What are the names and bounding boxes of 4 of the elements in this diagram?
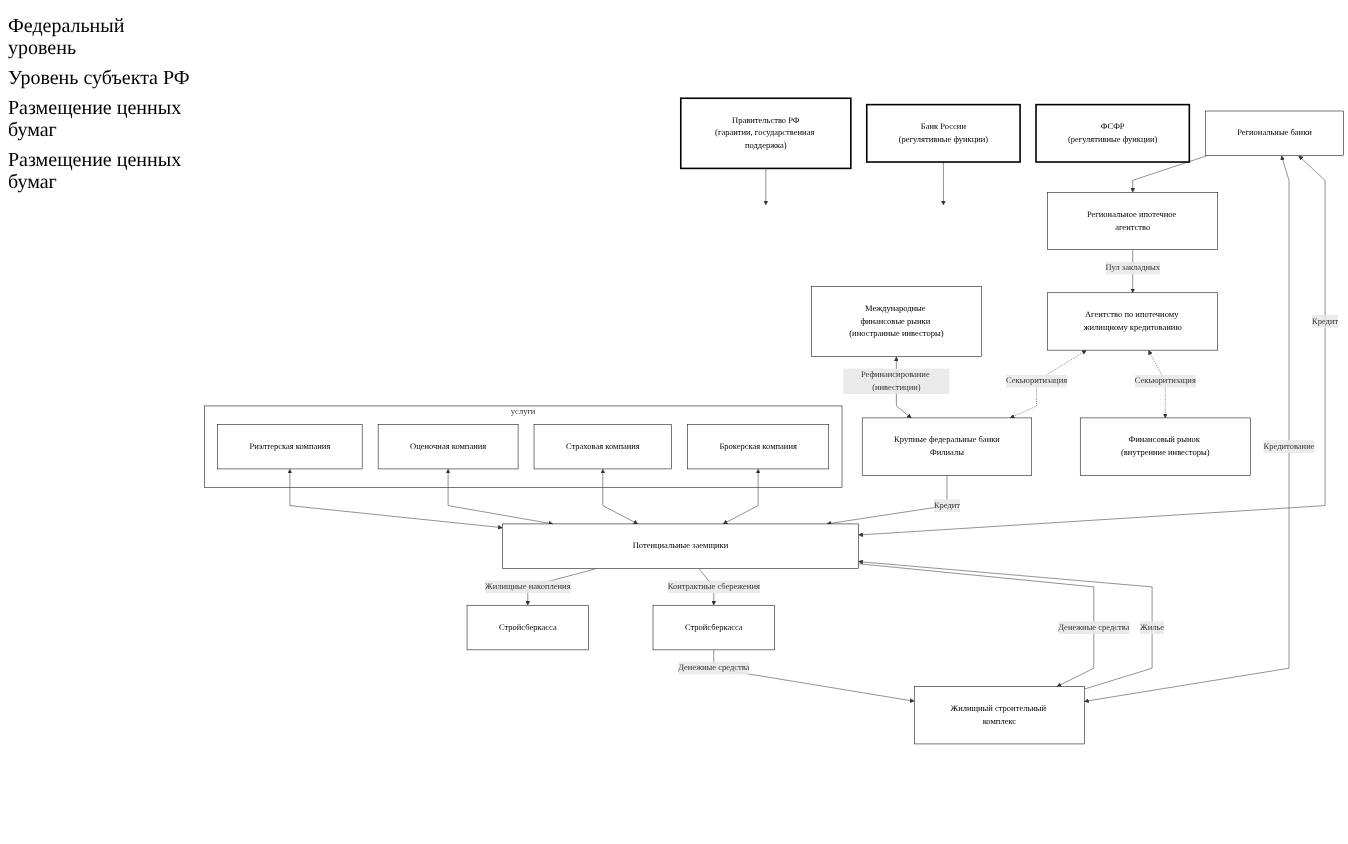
- note-text: Размещение ценных бумаг: [8, 150, 184, 194]
- note-text: Федеральный уровень: [8, 16, 127, 60]
- note-text: Размещение ценных бумаг: [8, 98, 184, 142]
- note-text: Уровень субъекта РФ: [8, 68, 192, 90]
